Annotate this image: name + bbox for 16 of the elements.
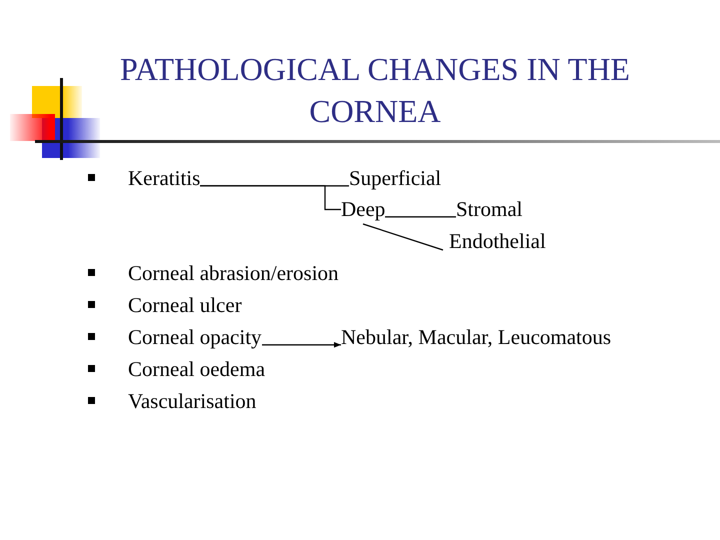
connector-line [385, 216, 456, 218]
list-item-text: Superficial [349, 168, 442, 189]
list-item-text: Corneal ulcer [128, 295, 242, 316]
list-item-text: Corneal opacity [128, 327, 262, 348]
list-item-text: Corneal abrasion/erosion [128, 263, 339, 284]
list-item-text: Stromal [456, 199, 522, 220]
list-item-text: Deep [341, 199, 386, 220]
connector-line [362, 223, 444, 251]
arrow [262, 342, 341, 348]
list-item-text: Keratitis [128, 168, 200, 189]
list-item-text: Endothelial [449, 231, 546, 252]
list-item-text: Vascularisation [128, 391, 256, 412]
list-item-text: Nebular, Macular, Leucomatous [341, 327, 612, 348]
connector-line [200, 185, 341, 210]
slide-title: PATHOLOGICAL CHANGES IN THE CORNEA [119, 50, 631, 131]
list-item-text: Corneal oedema [128, 359, 266, 380]
